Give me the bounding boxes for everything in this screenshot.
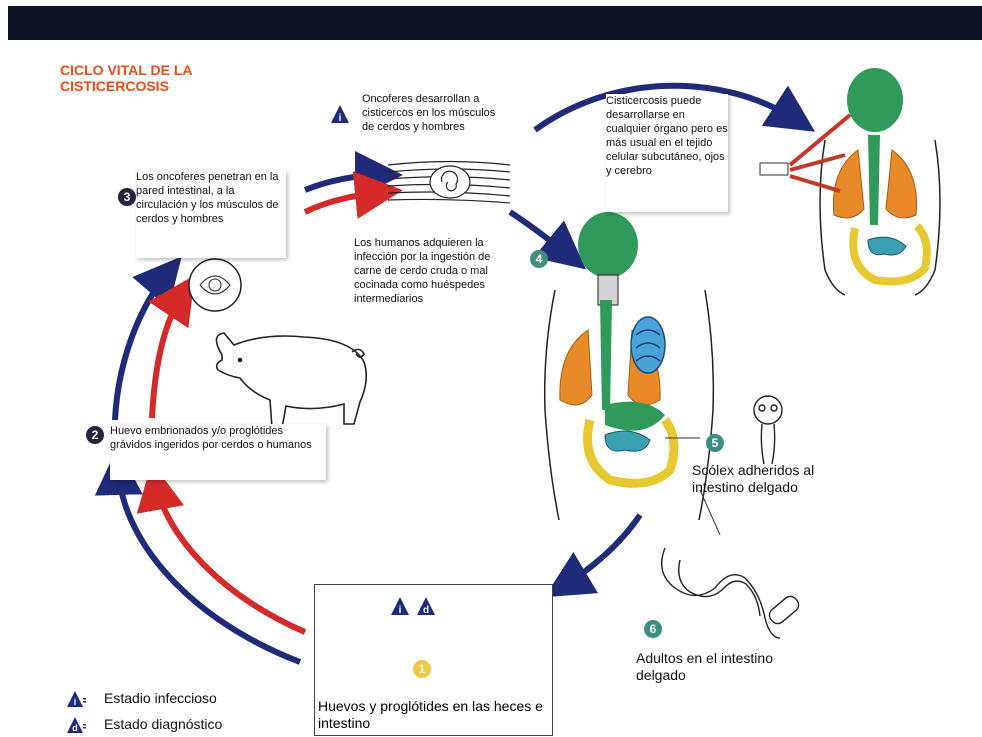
legend-infective-icon: i — [66, 690, 86, 708]
page-title: CICLO VITAL DE LA CISTICERCOSIS — [60, 62, 260, 94]
step-1-text: Huevos y proglótides en las heces e inte… — [318, 698, 543, 732]
step-4-text: Los humanos adquieren la infección por l… — [354, 236, 512, 306]
svg-text:d: d — [72, 723, 78, 733]
step-6-badge: 6 — [644, 620, 662, 638]
arrow-red-3-to-muscle — [305, 192, 385, 212]
legend-diagnostic-icon: d — [66, 716, 86, 734]
arrow-blue-3-to-muscle — [305, 175, 385, 190]
step-3-text: Los oncoferes penetran en la pared intes… — [136, 170, 286, 258]
leader-line-6 — [700, 490, 720, 535]
arrow-red-1-to-2 — [155, 480, 305, 632]
diagnostic-stage-icon-box: d — [416, 596, 436, 616]
adult-worm-illustration — [662, 548, 802, 638]
step-5-text: Scólex adheridos al intestino delgado — [692, 462, 852, 496]
cysticercus-illustration — [189, 259, 241, 311]
cisticercosis-note: Cisticercosis puede desarrollarse en cua… — [606, 94, 728, 212]
step-3-badge: 3 — [118, 188, 136, 206]
step-5-badge: 5 — [706, 434, 724, 452]
step-6-text: Adultos en el intestino delgado — [636, 650, 826, 684]
step-2-text: Huevo embrionados y/o proglótides grávid… — [110, 424, 326, 480]
muscle-tissue-illustration — [388, 162, 510, 204]
left-margin — [0, 0, 8, 737]
arrow-red-2-to-3 — [152, 290, 185, 418]
svg-text:i: i — [74, 697, 77, 707]
oncoferes-note: Oncoferes desarrollan a cisticercos en l… — [362, 92, 510, 134]
legend-diagnostic-label: Estado diagnóstico — [104, 716, 222, 732]
top-banner — [8, 6, 982, 40]
infective-stage-icon-box: i — [390, 596, 410, 616]
infective-stage-icon: i — [330, 104, 350, 124]
pig-illustration — [216, 333, 366, 428]
svg-text:i: i — [339, 113, 342, 124]
legend-infective-label: Estadio infeccioso — [104, 690, 217, 706]
scolex-illustration — [754, 396, 782, 464]
step-1-badge: 1 — [413, 660, 431, 678]
arrow-blue-1-to-2 — [118, 465, 300, 662]
svg-text:d: d — [423, 605, 429, 616]
step-4-badge: 4 — [530, 250, 548, 268]
svg-text:i: i — [399, 605, 402, 616]
arrow-blue-6-to-1 — [560, 515, 640, 588]
human-figure-right — [760, 68, 940, 295]
step-2-badge: 2 — [86, 426, 104, 444]
